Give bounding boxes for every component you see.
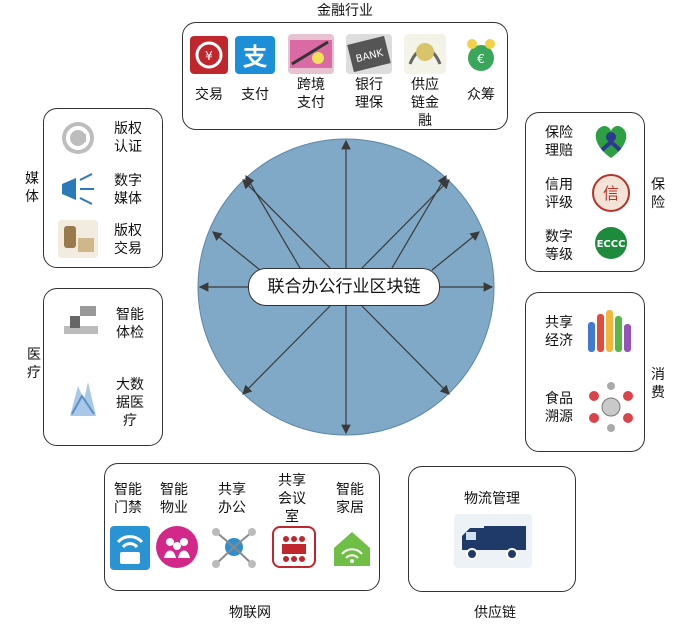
- smart-property-icon: [156, 526, 198, 568]
- copyright-trade-icon: [58, 220, 98, 258]
- supply-chain-finance-icon: [404, 34, 446, 74]
- bank-icon: BANK: [346, 34, 392, 74]
- svg-text:¥: ¥: [205, 49, 213, 63]
- finance-item-label: 供应 链金 融: [411, 77, 439, 129]
- finance-item-label: 跨境 支付: [297, 77, 325, 111]
- svg-text:ECCC: ECCC: [597, 239, 626, 250]
- consumption-item-label: 共享 经济: [545, 315, 573, 349]
- arrow-down-left: [242, 305, 331, 395]
- smart-home-icon: [330, 526, 374, 570]
- media-title: 媒 体: [25, 171, 39, 205]
- svg-text:€: €: [477, 52, 485, 66]
- iot-item-label: 共享 会议 室: [278, 473, 306, 525]
- arrow-up-right-2: [391, 174, 447, 269]
- logistics-label: 物流管理: [464, 491, 520, 507]
- center-title: 联合办公行业区块链: [248, 268, 440, 306]
- finance-item-label: 众筹: [467, 87, 495, 103]
- consumption-item-label: 食品 溯源: [545, 391, 573, 425]
- arrow-left-up: [212, 231, 261, 271]
- consumption-box: [525, 292, 645, 452]
- media-item-label: 版权 认证: [114, 121, 142, 155]
- trade-icon: ¥: [190, 36, 228, 74]
- smart-access-icon: [110, 526, 150, 570]
- arrow-up-left-2: [245, 174, 301, 269]
- supply-chain-title: 供应链: [474, 605, 516, 621]
- iot-box: [104, 463, 380, 591]
- iot-item-label: 共享 办公: [218, 482, 246, 516]
- crowdfunding-icon: €: [460, 34, 502, 76]
- credit-rating-icon: 信: [590, 172, 632, 214]
- shared-meeting-room-icon: [272, 526, 316, 568]
- medical-item-label: 智能 体检: [116, 307, 144, 341]
- iot-item-label: 智能 物业: [160, 482, 188, 516]
- svg-text:支: 支: [243, 43, 268, 71]
- finance-item-label: 银行 理保: [355, 77, 383, 111]
- medical-title: 医 疗: [27, 347, 41, 381]
- svg-text:信: 信: [603, 184, 619, 203]
- alipay-icon: 支: [235, 36, 275, 74]
- insurance-item-label: 保险 理赔: [545, 125, 573, 159]
- media-item-label: 版权 交易: [114, 223, 142, 257]
- iot-item-label: 智能 家居: [336, 482, 364, 516]
- truck-icon: [454, 514, 532, 568]
- iot-title: 物联网: [229, 605, 271, 621]
- health-check-icon: [60, 302, 102, 342]
- sharing-economy-icon: [584, 304, 638, 356]
- media-item-label: 数字 媒体: [114, 173, 142, 207]
- food-trace-icon: [584, 380, 638, 434]
- arrow-right-up: [431, 231, 480, 271]
- finance-title: 金融行业: [317, 3, 373, 19]
- iot-item-label: 智能 门禁: [114, 482, 142, 516]
- insurance-title: 保 险: [651, 177, 665, 211]
- finance-item-label: 支付: [241, 87, 269, 103]
- copyright-icon: [58, 118, 98, 158]
- digital-media-icon: [58, 170, 98, 208]
- consumption-title: 消 费: [651, 367, 665, 401]
- insurance-item-label: 数字 等级: [545, 229, 573, 263]
- insurance-claim-icon: [590, 120, 632, 162]
- finance-item-label: 交易: [195, 87, 223, 103]
- medical-item-label: 大数 据医 疗: [116, 377, 144, 429]
- shared-office-icon: [210, 524, 258, 570]
- insurance-item-label: 信用 评级: [545, 177, 573, 211]
- arrow-down-right: [361, 305, 450, 395]
- digital-level-icon: ECCC: [590, 224, 632, 262]
- cross-border-pay-icon: [288, 34, 334, 74]
- big-data-medical-icon: [64, 376, 102, 420]
- medical-box: [43, 288, 163, 446]
